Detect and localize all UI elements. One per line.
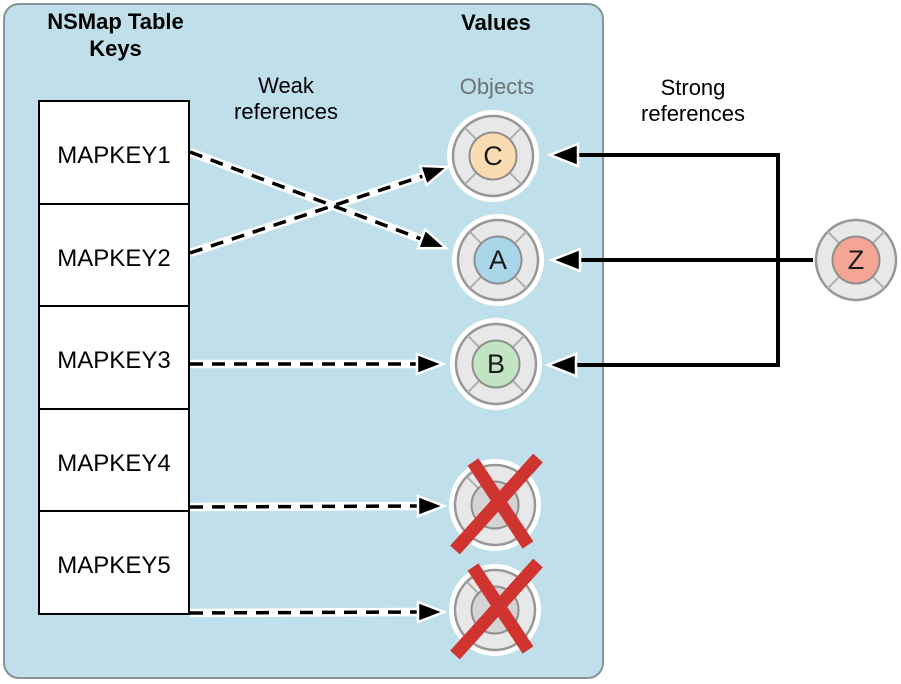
strong-label-line1: Strong [660, 75, 726, 100]
key-label: MAPKEY3 [57, 347, 171, 374]
key-label: MAPKEY2 [57, 244, 171, 272]
values-title: Values [461, 10, 531, 35]
key-box-mapkey3: MAPKEY3 [38, 305, 190, 410]
weak-references-label: Weak references [211, 73, 361, 125]
node-letter: B [487, 349, 505, 379]
object-node-b: B [450, 318, 542, 410]
node-core [468, 131, 518, 181]
node-core [831, 235, 881, 285]
weak-reference-arrows [188, 148, 452, 624]
weak-line-mapkey4-to-released [189, 504, 423, 509]
keys-title-line1: NSMap Table [47, 9, 184, 34]
weak-arrowhead-to-released2-icon [416, 600, 448, 624]
key-box-mapkey4: MAPKEY4 [38, 407, 190, 513]
object-node-z: Z [814, 218, 898, 302]
weak-arrowhead-to-b-icon [415, 352, 447, 376]
node-core [471, 339, 521, 389]
weak-arrowhead-to-released1-icon [416, 494, 448, 518]
object-node-a: A [452, 214, 544, 306]
node-spokes [466, 334, 526, 394]
strong-references-label: Strong references [618, 75, 768, 127]
node-letter: Z [848, 245, 865, 275]
strong-arrowhead-to-c-icon [546, 142, 580, 168]
strong-arrowhead-to-a-icon [548, 247, 582, 273]
weak-casing-mapkey1 [188, 148, 426, 244]
node-letter: A [489, 245, 507, 275]
node-spokes [468, 230, 528, 290]
weak-label-line1: Weak [258, 73, 314, 98]
keys-column: MAPKEY1 MAPKEY2 MAPKEY3 MAPKEY4 MAPKEY5 [38, 100, 190, 615]
key-label: MAPKEY5 [57, 552, 171, 579]
weak-casing-mapkey2 [188, 170, 428, 258]
weak-line-mapkey2-to-c [189, 173, 427, 255]
object-node-released-2 [449, 558, 543, 660]
keys-title: NSMap Table Keys [28, 8, 203, 62]
strong-label-line2: references [641, 101, 745, 126]
weak-label-line2: references [234, 99, 338, 124]
node-core [473, 235, 523, 285]
key-label: MAPKEY4 [57, 449, 171, 477]
red-x-icon [450, 558, 543, 660]
key-label: MAPKEY1 [57, 142, 171, 169]
object-node-released-1 [449, 453, 543, 555]
objects-label: Objects [459, 74, 535, 99]
node-spokes [463, 126, 523, 186]
key-box-mapkey5: MAPKEY5 [38, 510, 190, 615]
keys-title-line2: Keys [89, 36, 142, 61]
weak-arrowhead-to-c-icon [418, 164, 452, 187]
key-box-mapkey1: MAPKEY1 [38, 100, 190, 205]
key-box-mapkey2: MAPKEY2 [38, 202, 190, 308]
node-letter: C [483, 141, 503, 171]
object-node-c: C [447, 110, 539, 202]
red-x-icon [450, 453, 543, 555]
weak-line-mapkey5-to-released [189, 610, 423, 615]
strong-reference-lines [544, 142, 813, 378]
weak-line-mapkey1-to-a [189, 150, 425, 242]
strong-arrowhead-to-b-icon [544, 352, 578, 378]
node-spokes [826, 230, 886, 290]
weak-arrowhead-to-a-icon [416, 227, 450, 250]
